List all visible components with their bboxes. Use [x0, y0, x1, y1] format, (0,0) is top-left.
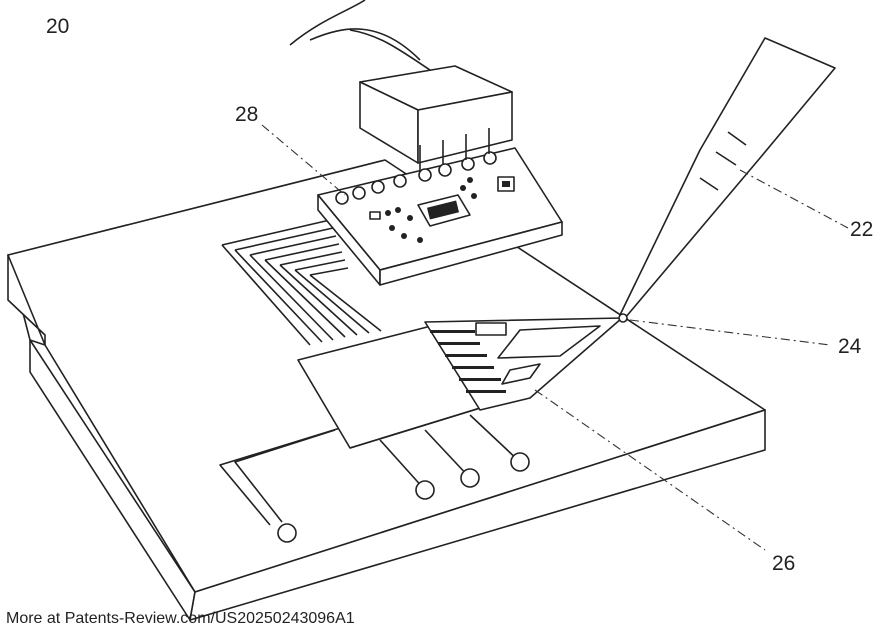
figure-number-label: 20	[46, 15, 69, 38]
source-footer: More at Patents-Review.com/US20250243096…	[6, 610, 355, 628]
circuit-board-label: 28	[235, 103, 258, 126]
tip-point-label: 24	[838, 335, 862, 358]
cable	[290, 0, 430, 70]
pipette-label: 22	[850, 218, 873, 241]
sensor-traces-label: 26	[772, 552, 795, 575]
pipette	[619, 38, 835, 322]
